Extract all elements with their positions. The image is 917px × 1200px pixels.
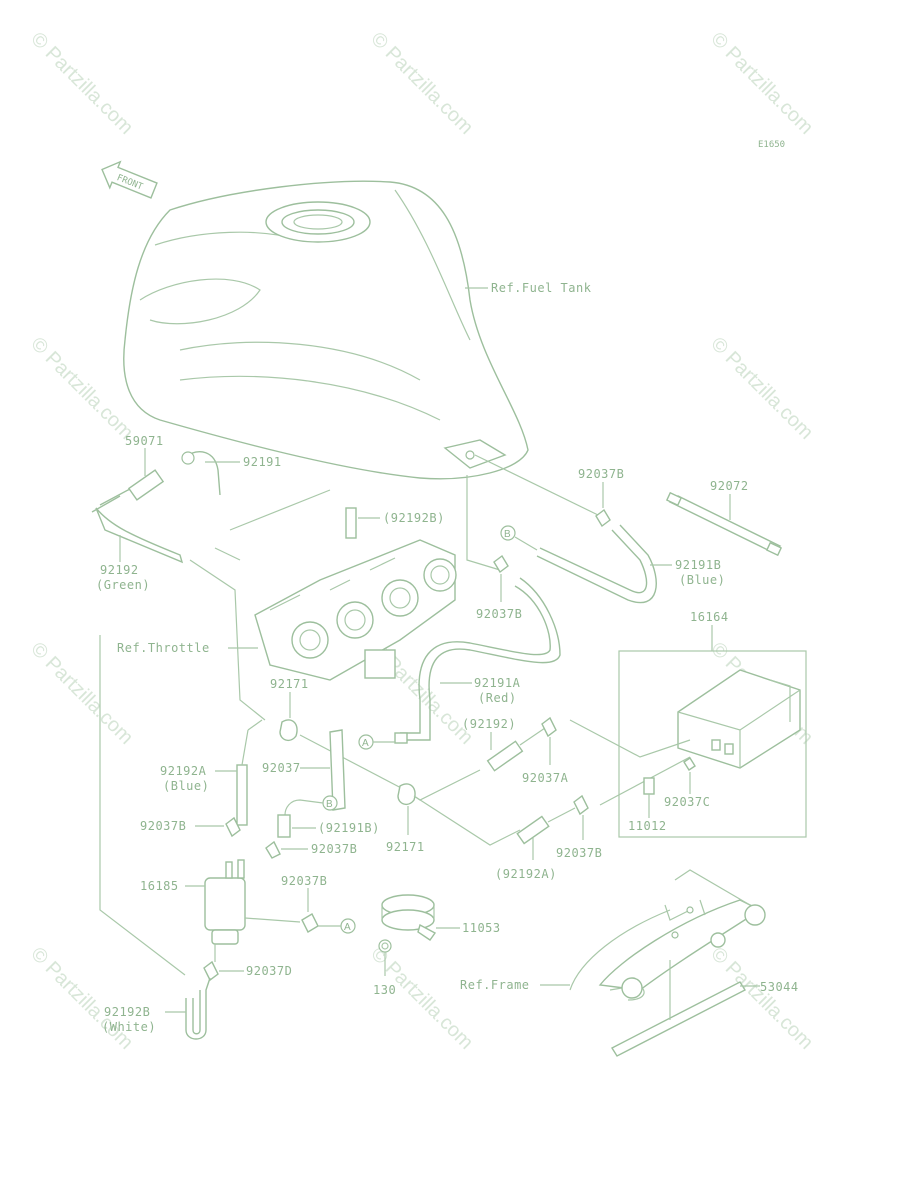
fuel-tank[interactable] bbox=[123, 180, 529, 480]
label-92037c: 92037C bbox=[664, 795, 710, 809]
label-92037a: 92037A bbox=[522, 771, 569, 785]
label-92192: 92192 bbox=[100, 563, 139, 577]
label-92192-color: (Green) bbox=[96, 578, 150, 592]
clamp-92037b[interactable] bbox=[595, 508, 611, 528]
filter-16185[interactable] bbox=[204, 859, 246, 962]
label-92192a-color: (Blue) bbox=[163, 779, 209, 793]
label-92037b-6: 92037B bbox=[281, 874, 327, 888]
frame[interactable] bbox=[569, 869, 766, 1001]
label-53044: 53044 bbox=[760, 980, 799, 994]
callout-b-2-label: B bbox=[326, 799, 333, 810]
label-92191b-color: (Blue) bbox=[679, 573, 725, 587]
hose-92192a[interactable] bbox=[236, 764, 248, 826]
label-92072: 92072 bbox=[710, 479, 749, 493]
hose-92192b[interactable] bbox=[185, 977, 211, 1040]
callout-a-2-label: A bbox=[344, 922, 351, 933]
clamp-92171-2[interactable] bbox=[397, 783, 416, 806]
clamp-92037b-3[interactable] bbox=[225, 816, 241, 838]
hose-92191b-ref[interactable] bbox=[277, 814, 291, 838]
strap-92072[interactable] bbox=[665, 491, 783, 557]
rod-53044[interactable] bbox=[611, 981, 746, 1057]
label-11012: 11012 bbox=[628, 819, 667, 833]
label-92191a-color: (Red) bbox=[478, 691, 517, 705]
label-92037b-5: 92037B bbox=[556, 846, 602, 860]
hose-92191b[interactable] bbox=[539, 529, 648, 594]
part-11012[interactable] bbox=[643, 777, 655, 795]
watermark: © Partzilla.com bbox=[366, 943, 477, 1054]
label-92192b: 92192B bbox=[104, 1005, 150, 1019]
hose-92192a-ref[interactable] bbox=[516, 815, 550, 845]
hose-92192b-ref[interactable] bbox=[345, 507, 357, 539]
label-92192b-color: (White) bbox=[102, 1020, 156, 1034]
callout-b-1-label: B bbox=[504, 529, 511, 540]
bolt-130[interactable] bbox=[378, 939, 392, 953]
callout-b-1 bbox=[500, 525, 516, 541]
label-92037b-1: 92037B bbox=[578, 467, 624, 481]
ref-fuel-tank-label: Ref.Fuel Tank bbox=[491, 281, 592, 295]
label-92191b-paren: (92191B) bbox=[318, 821, 380, 835]
label-92191b: 92191B bbox=[675, 558, 721, 572]
clamp-92037b-6[interactable] bbox=[301, 913, 319, 933]
band-11053[interactable] bbox=[381, 894, 437, 941]
label-92037b-3: 92037B bbox=[140, 819, 186, 833]
watermark: © Partzilla.com bbox=[706, 333, 817, 444]
canister-16164[interactable] bbox=[677, 669, 801, 769]
part-59071[interactable] bbox=[127, 469, 165, 501]
ref-frame-label: Ref.Frame bbox=[460, 978, 530, 992]
callout-a-1-label: A bbox=[362, 738, 369, 749]
label-16185: 16185 bbox=[140, 879, 179, 893]
clamp-92037c[interactable] bbox=[683, 757, 696, 771]
label-92191: 92191 bbox=[243, 455, 282, 469]
clamp-92171-1[interactable] bbox=[279, 719, 298, 742]
label-92192a: 92192A bbox=[160, 764, 207, 778]
label-92191a: 92191A bbox=[474, 676, 521, 690]
watermark: © Partzilla.com bbox=[706, 28, 817, 139]
label-92171-2: 92171 bbox=[386, 840, 425, 854]
label-92192a-paren: (92192A) bbox=[495, 867, 557, 881]
throttle-body[interactable] bbox=[254, 539, 457, 681]
clamp-92037b-4[interactable] bbox=[265, 840, 281, 859]
watermark: © Partzilla.com bbox=[366, 28, 477, 139]
ref-throttle-label: Ref.Throttle bbox=[117, 641, 210, 655]
label-59071: 59071 bbox=[125, 434, 164, 448]
label-92037b-4: 92037B bbox=[311, 842, 357, 856]
label-92037: 92037 bbox=[262, 761, 301, 775]
clamp-92037d[interactable] bbox=[203, 960, 219, 982]
diagram-code: E1650 bbox=[758, 140, 785, 150]
hose-92191a[interactable] bbox=[400, 577, 561, 741]
label-92037d: 92037D bbox=[246, 964, 292, 978]
clamp-92037b-5[interactable] bbox=[573, 794, 589, 816]
clamp-92037b-2[interactable] bbox=[493, 554, 509, 574]
label-11053: 11053 bbox=[462, 921, 501, 935]
label-16164: 16164 bbox=[690, 610, 729, 624]
label-92192-paren: (92192) bbox=[462, 717, 516, 731]
label-92037b-2: 92037B bbox=[476, 607, 522, 621]
watermark: © Partzilla.com bbox=[26, 943, 137, 1054]
clamp-92037a[interactable] bbox=[541, 716, 557, 738]
label-92192b-paren: (92192B) bbox=[383, 511, 445, 525]
hose-92192-ref[interactable] bbox=[486, 740, 524, 772]
bracket-92037[interactable] bbox=[329, 729, 346, 811]
watermark: © Partzilla.com bbox=[26, 28, 137, 139]
front-arrow-icon: FRONT bbox=[101, 160, 158, 199]
watermark: © Partzilla.com bbox=[26, 333, 137, 444]
label-130: 130 bbox=[373, 983, 396, 997]
label-92171-1: 92171 bbox=[270, 677, 309, 691]
